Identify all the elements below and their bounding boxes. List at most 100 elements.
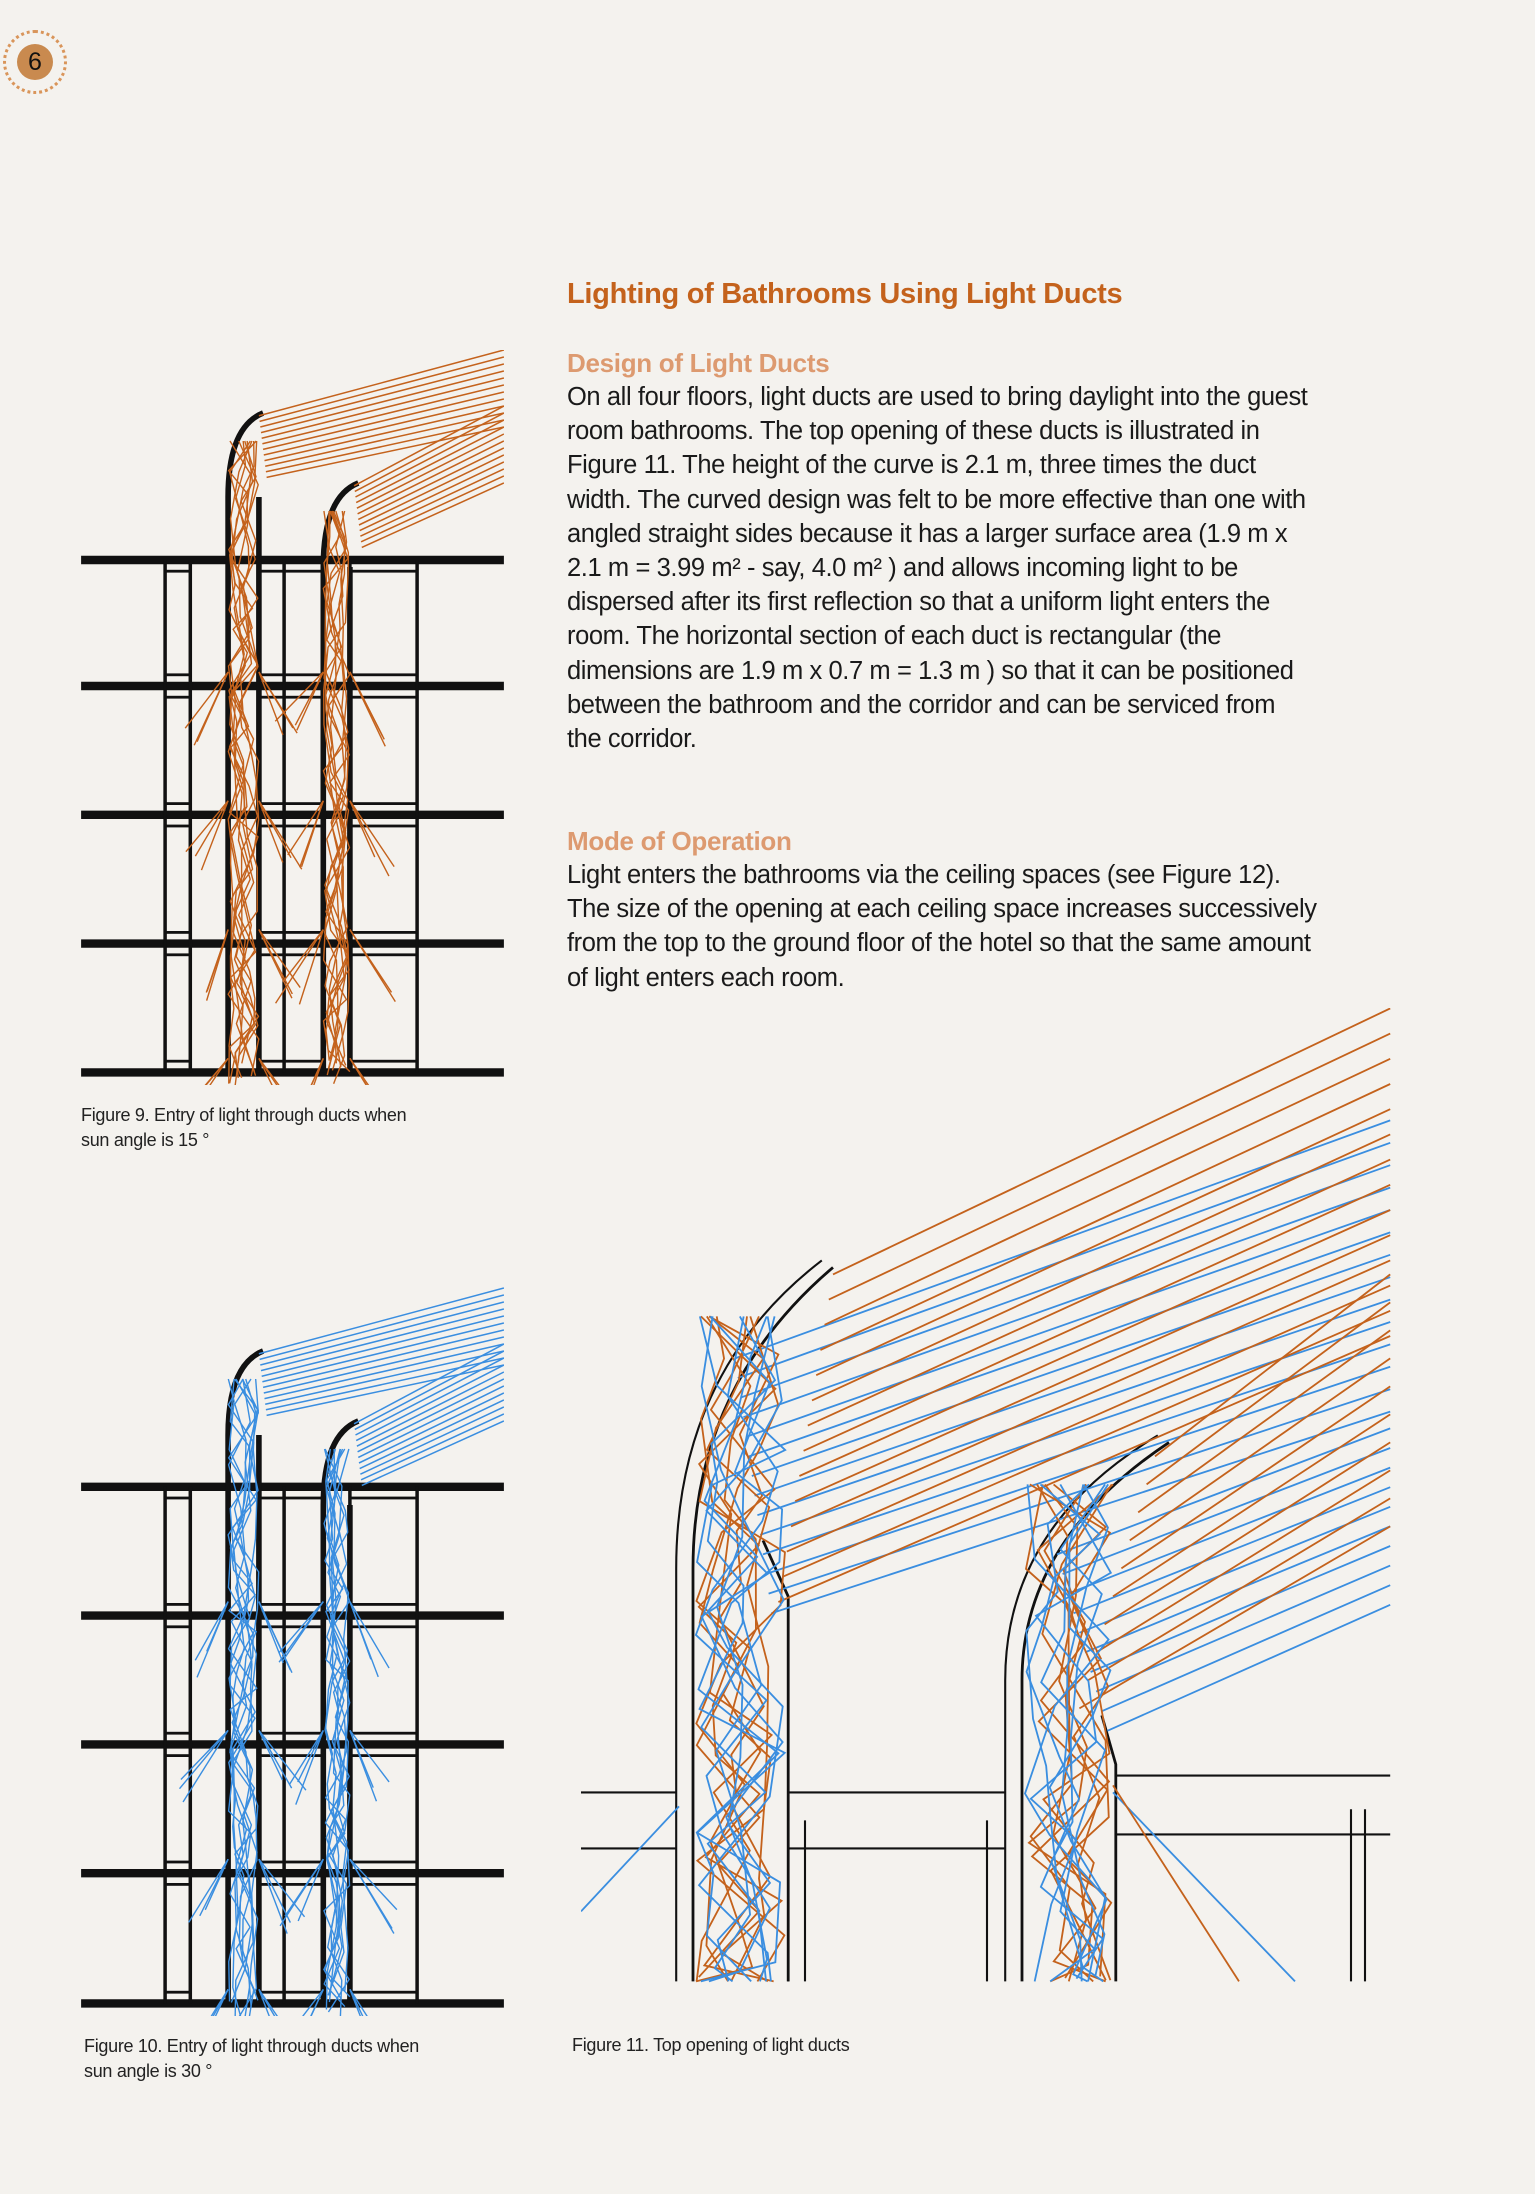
reflected-ray xyxy=(699,1316,785,1982)
caption-line: sun angle is 30 ° xyxy=(84,2061,213,2081)
light-spill xyxy=(349,800,390,877)
light-ray xyxy=(1078,1525,1391,1710)
light-spill xyxy=(581,1805,680,1913)
light-spill xyxy=(258,671,298,734)
window-frame xyxy=(163,695,192,805)
light-ray xyxy=(266,1364,504,1417)
light-spill xyxy=(258,1058,278,1085)
figure-11-caption: Figure 11. Top opening of light ducts xyxy=(572,2035,850,2055)
light-ray xyxy=(1120,1385,1391,1570)
light-spill xyxy=(349,1601,379,1678)
duct-wall xyxy=(1020,1441,1170,1982)
text-line: between the bathroom and the corridor an… xyxy=(567,690,1276,719)
light-ray xyxy=(258,1287,504,1355)
light-ray xyxy=(265,1357,504,1411)
light-ray xyxy=(828,1032,1391,1301)
light-spill xyxy=(206,1601,229,1652)
light-spill xyxy=(258,1989,270,2016)
light-spill xyxy=(349,1058,368,1085)
light-spill xyxy=(205,929,229,1001)
reflected-ray xyxy=(324,510,350,1071)
light-spill xyxy=(180,1729,229,1780)
reflected-ray xyxy=(695,1315,777,1982)
reflected-ray xyxy=(695,1316,780,1978)
light-spill xyxy=(204,1057,229,1085)
light-spill xyxy=(349,1730,374,1788)
light-ray xyxy=(260,1308,504,1372)
reflected-ray xyxy=(323,1448,350,2000)
page-number-badge: 6 xyxy=(17,44,53,80)
light-ray xyxy=(355,1357,504,1436)
light-ray xyxy=(355,1364,504,1442)
light-ray xyxy=(357,447,504,521)
section-body-design: On all four floors, light ducts are used… xyxy=(567,380,1397,756)
window-frame xyxy=(163,1625,192,1735)
text-line: Light enters the bathrooms via the ceili… xyxy=(567,861,1281,889)
light-spill xyxy=(300,800,324,868)
text-line: dimensions are 1.9 m x 0.7 m = 1.3 m ) s… xyxy=(567,656,1294,685)
reflected-ray xyxy=(1048,1483,1112,1982)
light-ray xyxy=(734,1119,1391,1360)
light-spill xyxy=(349,1858,393,1929)
window-frame xyxy=(163,569,192,677)
light-spill xyxy=(287,800,324,856)
window-frame xyxy=(257,569,325,677)
light-ray xyxy=(264,405,504,462)
light-spill xyxy=(349,1989,364,2016)
light-spill xyxy=(214,1989,229,2016)
light-ray xyxy=(815,1108,1391,1377)
light-ray xyxy=(1107,1603,1391,1732)
light-ray xyxy=(794,1234,1391,1503)
light-ray xyxy=(740,1164,1391,1399)
reflected-ray xyxy=(323,1448,351,2008)
light-spill xyxy=(258,1858,306,1918)
light-ray xyxy=(360,1413,504,1481)
reflected-ray xyxy=(324,1448,349,1996)
light-ray xyxy=(264,1343,504,1400)
light-spill xyxy=(297,1730,324,1783)
light-ray xyxy=(361,1420,504,1487)
section-heading-operation: Mode of Operation xyxy=(567,826,792,856)
light-spill xyxy=(182,1730,229,1803)
window-frame xyxy=(257,824,325,934)
text-line: angled straight sides because it has a l… xyxy=(567,519,1288,548)
page-title: Lighting of Bathrooms Using Light Ducts xyxy=(567,278,1123,310)
light-spill xyxy=(258,671,284,736)
light-ray xyxy=(1112,1413,1391,1598)
light-spill xyxy=(210,1989,229,2016)
light-ray xyxy=(260,1301,504,1366)
window-frame xyxy=(163,1754,192,1864)
reflected-ray xyxy=(1029,1483,1112,1982)
window-frame xyxy=(348,1625,419,1735)
light-ray xyxy=(751,1253,1391,1477)
light-ray xyxy=(1104,1441,1391,1626)
light-spill xyxy=(1112,1791,1296,1983)
light-spill xyxy=(295,1730,324,1805)
light-ray xyxy=(1067,1466,1391,1595)
light-ray xyxy=(786,1284,1391,1553)
caption-line: Figure 9. Entry of light through ducts w… xyxy=(81,1105,407,1125)
light-spill xyxy=(288,1730,324,1785)
light-spill xyxy=(310,1989,324,2016)
light-spill xyxy=(349,929,396,1003)
light-spill xyxy=(200,800,229,871)
reflected-ray xyxy=(227,1378,260,1994)
light-spill xyxy=(258,1730,293,1789)
reflected-ray xyxy=(1024,1484,1110,1983)
light-spill xyxy=(258,929,301,988)
light-spill xyxy=(194,800,229,857)
light-spill xyxy=(258,1858,292,1923)
reflected-ray xyxy=(1050,1483,1106,1982)
light-ray xyxy=(1073,1486,1391,1615)
figure-10-diagram xyxy=(81,1287,504,2016)
figure-10-caption: Figure 10. Entry of light through ducts … xyxy=(84,2034,419,2084)
reflected-ray xyxy=(695,1315,787,1983)
light-spill xyxy=(349,1858,398,1911)
window-frame xyxy=(348,1496,419,1606)
figure-11-diagram xyxy=(581,1008,1391,1983)
light-spill xyxy=(284,1858,324,1917)
duct-wall xyxy=(225,1348,265,2004)
window-frame xyxy=(348,695,419,805)
light-ray xyxy=(359,1399,504,1470)
reflected-ray xyxy=(323,510,350,1060)
